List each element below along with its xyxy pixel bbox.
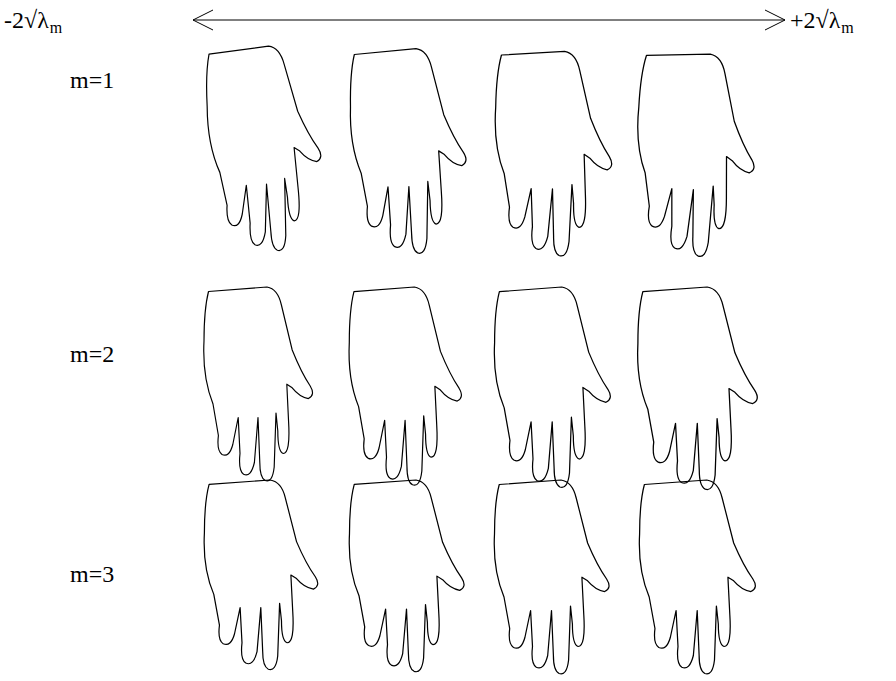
hand-row-2 (204, 287, 758, 490)
hand-row-1 (204, 44, 760, 259)
mode-label: m=3 (70, 562, 114, 586)
axis-subscript: m (841, 20, 853, 36)
axis-subscript: m (50, 20, 62, 36)
axis-end-label: -2√λ (4, 8, 49, 32)
axis-end-label: +2√λ (790, 8, 840, 32)
mode-axis-arrow (193, 10, 785, 30)
mode-label: m=1 (70, 68, 114, 92)
hand-row-3 (204, 480, 755, 674)
mode-label: m=2 (70, 342, 114, 366)
